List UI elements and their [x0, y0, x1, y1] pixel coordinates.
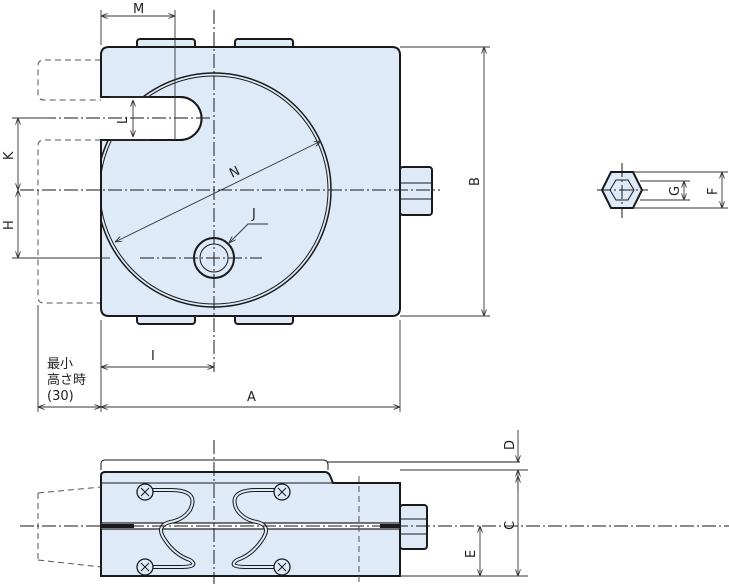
dim-label-b: B: [468, 177, 483, 186]
dim-label-l: L: [116, 116, 131, 124]
adjust-nut: [399, 166, 433, 216]
screw-cross: [277, 487, 287, 497]
dim-label-e: E: [464, 550, 479, 558]
front-view: [20, 440, 729, 584]
spring-right-highlight: [232, 489, 277, 568]
leader-line-j: [229, 223, 268, 243]
dimensions-top: M L K H B N J I A 最小 高さ時 (30): [2, 2, 490, 412]
spring-left-highlight: [150, 489, 195, 568]
dimensions-front: D C E: [400, 430, 528, 577]
hex-socket: [609, 179, 635, 201]
min-height-outline: [37, 59, 101, 304]
top-plate-outline: [100, 459, 520, 470]
dim-label-k: K: [2, 151, 17, 160]
min-height-outline-front: [37, 486, 102, 568]
min-height-label-1: 最小: [47, 357, 73, 372]
dim-label-g: G: [668, 186, 683, 196]
dim-label-c: C: [503, 521, 518, 530]
dim-label-m: M: [133, 2, 144, 17]
hex-view: G F: [597, 163, 728, 218]
top-view: [20, 10, 440, 372]
dim-label-d: D: [503, 440, 518, 450]
dim-label-i: I: [151, 349, 155, 364]
dim-label-a: A: [247, 390, 256, 405]
base-plate: [100, 46, 401, 317]
dim-label-f: F: [706, 188, 721, 195]
dim-label-j: J: [251, 207, 256, 222]
nut-front: [399, 504, 428, 550]
min-height-value: (30): [47, 389, 74, 404]
dim-line-n: [115, 141, 321, 242]
screw-cross: [140, 562, 150, 572]
dim-label-h: H: [2, 220, 17, 230]
screw-cross: [277, 562, 287, 572]
springs-highlight: [150, 489, 277, 568]
min-height-label-2: 高さ時: [47, 372, 86, 388]
screws: [136, 483, 291, 576]
screw-cross: [140, 487, 150, 497]
